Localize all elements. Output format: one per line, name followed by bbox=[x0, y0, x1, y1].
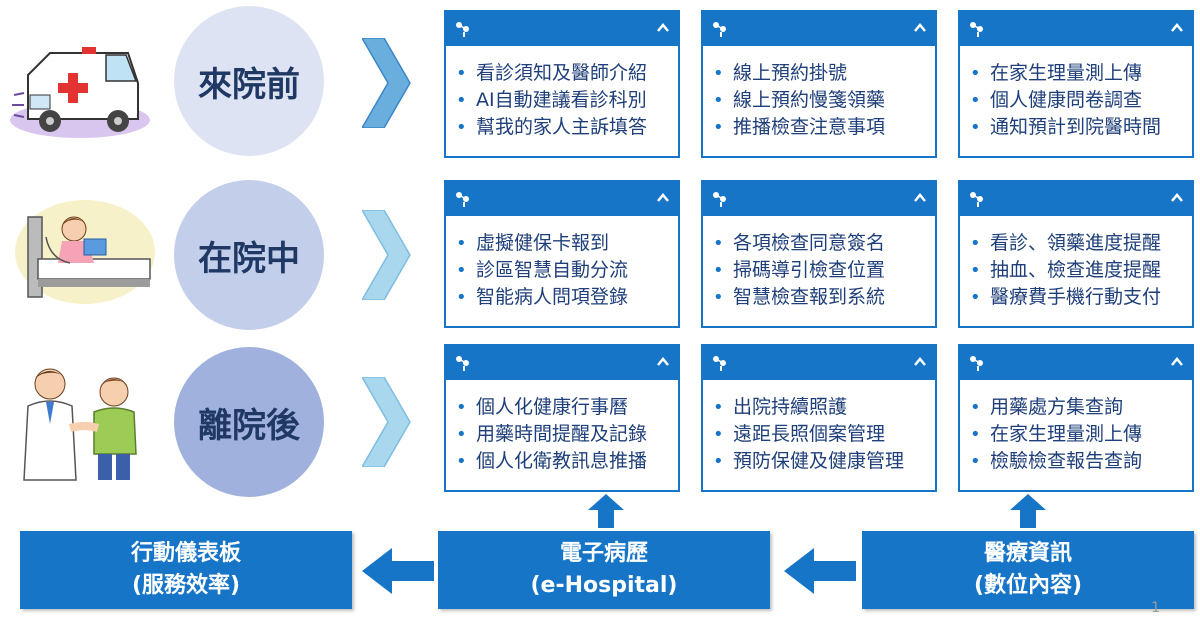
pin-icon bbox=[456, 192, 469, 207]
list-item: 抽血、檢查進度提醒 bbox=[970, 257, 1192, 284]
list-item: 各項檢查同意簽名 bbox=[713, 230, 935, 257]
service-card: 各項檢查同意簽名 掃碼導引檢查位置 智慧檢查報到系統 bbox=[701, 180, 937, 328]
list-item: 用藥時間提醒及記錄 bbox=[456, 421, 678, 448]
chevron-up-icon[interactable] bbox=[656, 21, 670, 35]
list-item: 診區智慧自動分流 bbox=[456, 257, 678, 284]
list-item: 智能病人問項登錄 bbox=[456, 284, 678, 311]
card-header bbox=[703, 12, 935, 46]
flow-box-title: 醫療資訊 bbox=[983, 541, 1072, 566]
list-item: 通知預計到院醫時間 bbox=[970, 114, 1192, 141]
list-item: 用藥處方集查詢 bbox=[970, 394, 1192, 421]
list-item: 看診、領藥進度提醒 bbox=[970, 230, 1192, 257]
arrow-up-icon bbox=[588, 494, 624, 528]
flow-box-electronic-medical-record: 電子病歷 (e-Hospital) bbox=[438, 531, 770, 609]
card-header bbox=[960, 12, 1192, 46]
chevron-right-icon bbox=[362, 377, 411, 467]
list-item: 檢驗檢查報告查詢 bbox=[970, 448, 1192, 475]
service-card: 線上預約掛號 線上預約慢箋領藥 推播檢查注意事項 bbox=[701, 10, 937, 158]
card-header bbox=[960, 346, 1192, 380]
list-item: 線上預約掛號 bbox=[713, 60, 935, 87]
arrow-left-icon bbox=[784, 548, 856, 594]
card-header bbox=[703, 346, 935, 380]
card-header bbox=[960, 182, 1192, 216]
ambulance-illustration bbox=[10, 47, 150, 138]
flow-box-subtitle: (e-Hospital) bbox=[530, 573, 678, 598]
list-item: 看診須知及醫師介紹 bbox=[456, 60, 678, 87]
pin-icon bbox=[970, 192, 983, 207]
list-item: AI自動建議看診科別 bbox=[456, 87, 678, 114]
pin-icon bbox=[456, 22, 469, 37]
chevron-right-icon bbox=[362, 210, 411, 300]
list-item: 遠距長照個案管理 bbox=[713, 421, 935, 448]
list-item: 幫我的家人主訴填答 bbox=[456, 114, 678, 141]
service-card: 虛擬健保卡報到 診區智慧自動分流 智能病人問項登錄 bbox=[444, 180, 680, 328]
list-item: 在家生理量測上傳 bbox=[970, 421, 1192, 448]
list-item: 個人健康問卷調查 bbox=[970, 87, 1192, 114]
chevron-right-icon bbox=[362, 38, 411, 128]
list-item: 預防保健及健康管理 bbox=[713, 448, 935, 475]
patient-in-bed-illustration bbox=[15, 200, 155, 304]
card-header bbox=[703, 182, 935, 216]
chevron-up-icon[interactable] bbox=[913, 355, 927, 369]
pin-icon bbox=[970, 22, 983, 37]
chevron-up-icon[interactable] bbox=[1170, 355, 1184, 369]
service-card: 看診須知及醫師介紹 AI自動建議看診科別 幫我的家人主訴填答 bbox=[444, 10, 680, 158]
list-item: 掃碼導引檢查位置 bbox=[713, 257, 935, 284]
list-item: 出院持續照護 bbox=[713, 394, 935, 421]
pin-icon bbox=[713, 22, 726, 37]
stage-circle-after-visit: 離院後 bbox=[174, 347, 324, 497]
arrow-up-icon bbox=[1010, 494, 1046, 528]
flow-box-subtitle: (數位內容) bbox=[973, 573, 1083, 598]
pin-icon bbox=[456, 356, 469, 371]
service-card: 出院持續照護 遠距長照個案管理 預防保健及健康管理 bbox=[701, 344, 937, 492]
chevron-up-icon[interactable] bbox=[1170, 21, 1184, 35]
list-item: 醫療費手機行動支付 bbox=[970, 284, 1192, 311]
chevron-up-icon[interactable] bbox=[913, 21, 927, 35]
list-item: 虛擬健保卡報到 bbox=[456, 230, 678, 257]
list-item: 個人化衛教訊息推播 bbox=[456, 448, 678, 475]
chevron-up-icon[interactable] bbox=[656, 355, 670, 369]
flow-box-title: 電子病歷 bbox=[559, 541, 648, 566]
chevron-up-icon[interactable] bbox=[913, 191, 927, 205]
pin-icon bbox=[713, 192, 726, 207]
list-item: 個人化健康行事曆 bbox=[456, 394, 678, 421]
card-header bbox=[446, 182, 678, 216]
service-card: 在家生理量測上傳 個人健康問卷調查 通知預計到院醫時間 bbox=[958, 10, 1194, 158]
pin-icon bbox=[713, 356, 726, 371]
chevron-up-icon[interactable] bbox=[656, 191, 670, 205]
service-card: 個人化健康行事曆 用藥時間提醒及記錄 個人化衛教訊息推播 bbox=[444, 344, 680, 492]
flow-box-medical-information: 醫療資訊 (數位內容) bbox=[862, 531, 1194, 609]
stage-circle-before-visit: 來院前 bbox=[174, 6, 324, 156]
stage-circle-during-visit: 在院中 bbox=[174, 180, 324, 330]
chevron-up-icon[interactable] bbox=[1170, 191, 1184, 205]
flow-box-subtitle: (服務效率) bbox=[131, 573, 241, 598]
page-number: 1 bbox=[1151, 600, 1160, 616]
list-item: 線上預約慢箋領藥 bbox=[713, 87, 935, 114]
arrow-left-icon bbox=[362, 548, 434, 594]
pin-icon bbox=[970, 356, 983, 371]
service-card: 用藥處方集查詢 在家生理量測上傳 檢驗檢查報告查詢 bbox=[958, 344, 1194, 492]
flow-box-title: 行動儀表板 bbox=[130, 541, 241, 566]
list-item: 智慧檢查報到系統 bbox=[713, 284, 935, 311]
doctor-patient-handshake-illustration bbox=[23, 368, 137, 481]
flow-box-mobile-dashboard: 行動儀表板 (服務效率) bbox=[20, 531, 352, 609]
card-header bbox=[446, 12, 678, 46]
list-item: 在家生理量測上傳 bbox=[970, 60, 1192, 87]
card-header bbox=[446, 346, 678, 380]
service-card: 看診、領藥進度提醒 抽血、檢查進度提醒 醫療費手機行動支付 bbox=[958, 180, 1194, 328]
list-item: 推播檢查注意事項 bbox=[713, 114, 935, 141]
